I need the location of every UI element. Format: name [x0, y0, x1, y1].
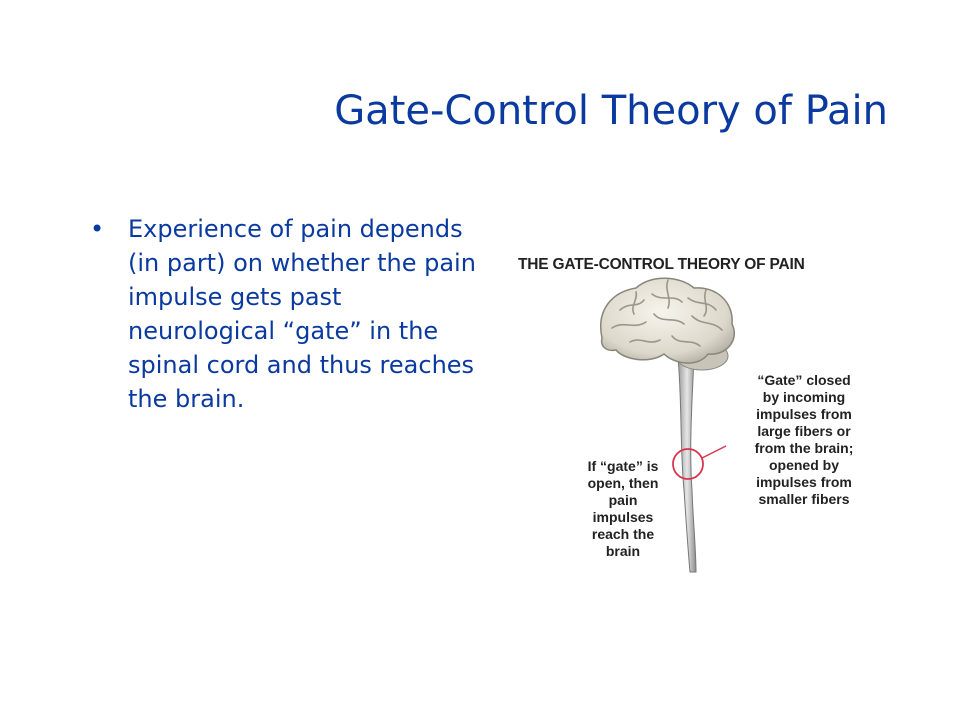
gate-control-figure: THE GATE-CONTROL THEORY OF PAIN	[512, 250, 902, 590]
bullet-item: • Experience of pain depends (in part) o…	[88, 212, 488, 416]
slide-title: Gate-Control Theory of Pain	[334, 88, 888, 134]
brain-icon	[600, 277, 735, 364]
gate-closed-label: “Gate” closed by incoming impulses from …	[754, 372, 854, 507]
bullet-text: Experience of pain depends (in part) on …	[128, 215, 476, 413]
gate-circle	[672, 448, 704, 480]
bullet-list: • Experience of pain depends (in part) o…	[88, 212, 488, 416]
spinal-cord	[677, 357, 697, 573]
figure-title: THE GATE-CONTROL THEORY OF PAIN	[518, 256, 805, 273]
gate-open-label: If “gate” is open, then pain impulses re…	[587, 458, 659, 559]
brain-spinal-cord-diagram	[600, 277, 735, 573]
bullet-dot-icon: •	[90, 215, 105, 243]
gate-leader-line	[701, 445, 727, 459]
